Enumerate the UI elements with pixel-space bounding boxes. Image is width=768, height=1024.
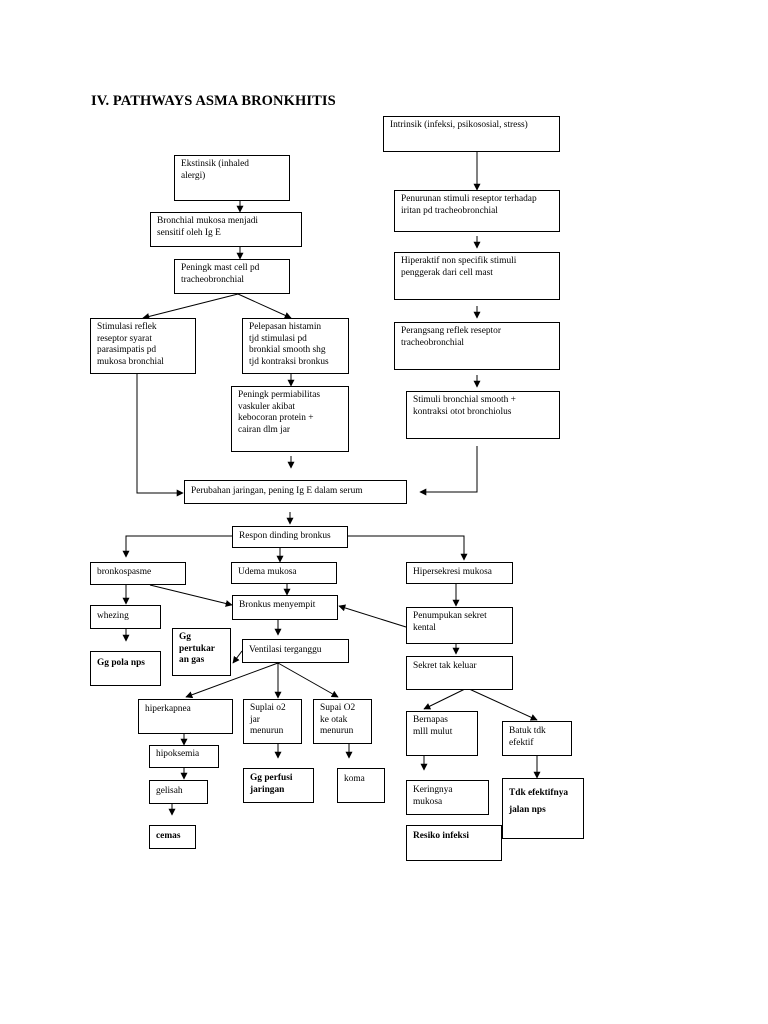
node-bernapas-mulut: Bernapas mlll mulut bbox=[406, 711, 478, 756]
node-sekret-tak-keluar: Sekret tak keluar bbox=[406, 656, 513, 690]
node-supai-o2-otak: Supai O2 ke otak menurun bbox=[313, 699, 372, 744]
arrow-respon-to-bronkospasme bbox=[122, 535, 232, 558]
node-udema-mukosa: Udema mukosa bbox=[231, 562, 337, 584]
node-penumpukan-sekret: Penumpukan sekret kental bbox=[406, 607, 513, 644]
node-gelisah: gelisah bbox=[149, 780, 208, 804]
arrow-penumpukan-to-menyempit bbox=[338, 604, 407, 628]
arrow-stimuli-to-perubahan bbox=[419, 446, 478, 496]
node-stimuli-smooth: Stimuli bronchial smooth + kontraksi oto… bbox=[406, 391, 560, 439]
node-bronchial-mukosa: Bronchial mukosa menjadi sensitif oleh I… bbox=[150, 212, 302, 247]
node-tdk-efektifnya: Tdk efektifnya jalan nps bbox=[502, 778, 584, 839]
node-suplai-o2-jar: Suplai o2 jar menurun bbox=[243, 699, 302, 744]
node-hipoksemia: hipoksemia bbox=[149, 745, 219, 768]
node-intrinsik: Intrinsik (infeksi, psikososial, stress) bbox=[383, 116, 560, 152]
arrow-ventilasi-to-hiperkapnea bbox=[185, 662, 279, 699]
arrow-mastcell-to-histamin bbox=[237, 293, 292, 319]
arrow-bronkospasme-to-menyempit bbox=[149, 584, 233, 607]
node-gg-perfusi: Gg perfusi jaringan bbox=[243, 768, 314, 803]
node-koma: koma bbox=[337, 768, 385, 803]
node-bronkospasme: bronkospasme bbox=[90, 562, 186, 585]
page-title: IV. PATHWAYS ASMA BRONKHITIS bbox=[91, 93, 336, 109]
node-stimulasi-reflek: Stimulasi reflek reseptor syarat parasim… bbox=[90, 318, 196, 374]
node-hiperkapnea: hiperkapnea bbox=[138, 699, 233, 734]
node-batuk-tdk-efektif: Batuk tdk efektif bbox=[502, 721, 572, 756]
node-mast-cell: Peningk mast cell pd tracheobronchial bbox=[174, 259, 290, 294]
node-penurunan-stimuli: Penurunan stimuli reseptor terhadap irit… bbox=[394, 190, 560, 232]
node-hiperaktif: Hiperaktif non specifik stimuli penggera… bbox=[394, 252, 560, 300]
arrow-ventilasi-to-supai bbox=[277, 662, 339, 698]
node-permiabilitas: Peningk permiabilitas vaskuler akibat ke… bbox=[231, 386, 349, 452]
node-resiko-infeksi: Resiko infeksi bbox=[406, 825, 502, 861]
arrow-stimulasi-to-perubahan bbox=[136, 374, 184, 497]
node-ventilasi: Ventilasi terganggu bbox=[242, 639, 349, 663]
node-hipersekresi: Hipersekresi mukosa bbox=[406, 562, 513, 584]
arrow-respon-to-hipersekresi bbox=[348, 535, 468, 561]
node-whezing: whezing bbox=[90, 605, 161, 629]
node-gg-pola-nps: Gg pola nps bbox=[90, 651, 161, 686]
node-gg-pertukaran-gas: Gg pertukar an gas bbox=[172, 628, 231, 676]
arrow-mastcell-to-stimulasi bbox=[142, 293, 239, 320]
node-cemas: cemas bbox=[149, 825, 196, 849]
node-keringnya-mukosa: Keringnya mukosa bbox=[406, 780, 489, 815]
node-pelepasan-histamin: Pelepasan histamin tjd stimulasi pd bron… bbox=[242, 318, 349, 374]
node-ekstrinsik: Ekstinsik (inhaled alergi) bbox=[174, 155, 290, 201]
arrow-sekret-to-bernapas bbox=[423, 687, 468, 710]
node-perubahan-jaringan: Perubahan jaringan, pening Ig E dalam se… bbox=[184, 480, 407, 504]
node-respon-dinding: Respon dinding bronkus bbox=[232, 526, 348, 548]
arrow-ventilasi-to-gg-pertukaran bbox=[232, 650, 243, 664]
node-perangsang-reflek: Perangsang reflek reseptor tracheobronch… bbox=[394, 322, 560, 370]
arrow-sekret-to-batuk bbox=[466, 687, 538, 721]
node-bronkus-menyempit: Bronkus menyempit bbox=[232, 595, 338, 620]
